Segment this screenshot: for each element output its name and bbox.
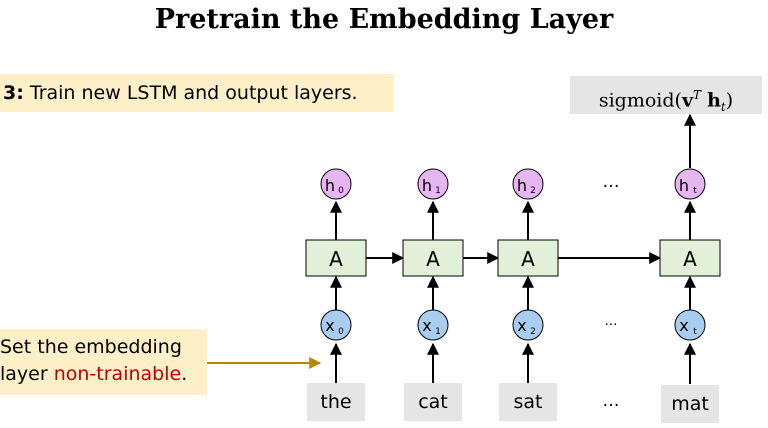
step-number: 3: — [3, 82, 24, 104]
svg-text:1: 1 — [435, 327, 441, 337]
lstm-cell-0 — [305, 239, 367, 277]
svg-text:A: A — [521, 247, 535, 271]
ellipsis-input: … — [604, 314, 618, 329]
svg-text:A: A — [426, 247, 440, 271]
svg-text:2: 2 — [530, 186, 536, 196]
svg-text:t: t — [693, 327, 697, 337]
svg-text:x: x — [679, 316, 688, 335]
embedding-note: Set the embedding layer non-trainable. — [0, 329, 207, 395]
word-sat: sat — [499, 383, 557, 421]
svg-text:A: A — [329, 247, 343, 271]
svg-text:A: A — [683, 247, 697, 271]
svg-text:h: h — [517, 176, 527, 195]
note-line-1: Set the embedding — [0, 336, 182, 358]
non-trainable-text: non-trainable — [53, 363, 182, 385]
ellipsis-words: … — [602, 391, 620, 411]
formula-t: t — [720, 100, 726, 115]
svg-text:0: 0 — [338, 186, 344, 196]
svg-text:h: h — [422, 176, 432, 195]
svg-text:1: 1 — [435, 186, 441, 196]
lstm-cell-1 — [402, 239, 464, 277]
hidden-node-0 — [320, 168, 352, 200]
formula-suffix: ) — [725, 89, 734, 112]
svg-text:x: x — [325, 316, 334, 335]
column-1: x 1 A h 1 — [402, 168, 464, 384]
word-cat: cat — [404, 383, 462, 421]
step-text: Train new LSTM and output layers. — [29, 82, 358, 104]
svg-text:t: t — [693, 186, 697, 196]
svg-text:2: 2 — [530, 327, 536, 337]
word-the: the — [307, 383, 365, 421]
svg-text:x: x — [422, 316, 431, 335]
column-t: x t A h t — [659, 113, 721, 384]
column-0: x 0 A h 0 — [305, 168, 367, 384]
page-title: Pretrain the Embedding Layer — [154, 4, 614, 35]
svg-text:h: h — [679, 176, 689, 195]
word-mat: mat — [661, 385, 719, 423]
lstm-cell-t — [659, 239, 721, 277]
svg-text:x: x — [517, 316, 526, 335]
formula-transpose: T — [693, 88, 702, 102]
formula-prefix: sigmoid( — [598, 89, 682, 112]
ellipsis-hidden: … — [602, 172, 620, 192]
formula-v: v — [681, 89, 693, 112]
hidden-node-t — [674, 168, 706, 200]
output-formula: sigmoid(vT ht) — [570, 76, 762, 114]
note-line-2: layer non-trainable. — [0, 363, 188, 385]
svg-text:0: 0 — [338, 327, 344, 337]
svg-text:h: h — [325, 176, 335, 195]
step-caption: 3: Train new LSTM and output layers. — [0, 74, 394, 112]
formula-h: h — [707, 89, 721, 112]
hidden-node-2 — [512, 168, 544, 200]
hidden-node-1 — [417, 168, 449, 200]
column-2: x 2 A h 2 — [497, 168, 559, 384]
